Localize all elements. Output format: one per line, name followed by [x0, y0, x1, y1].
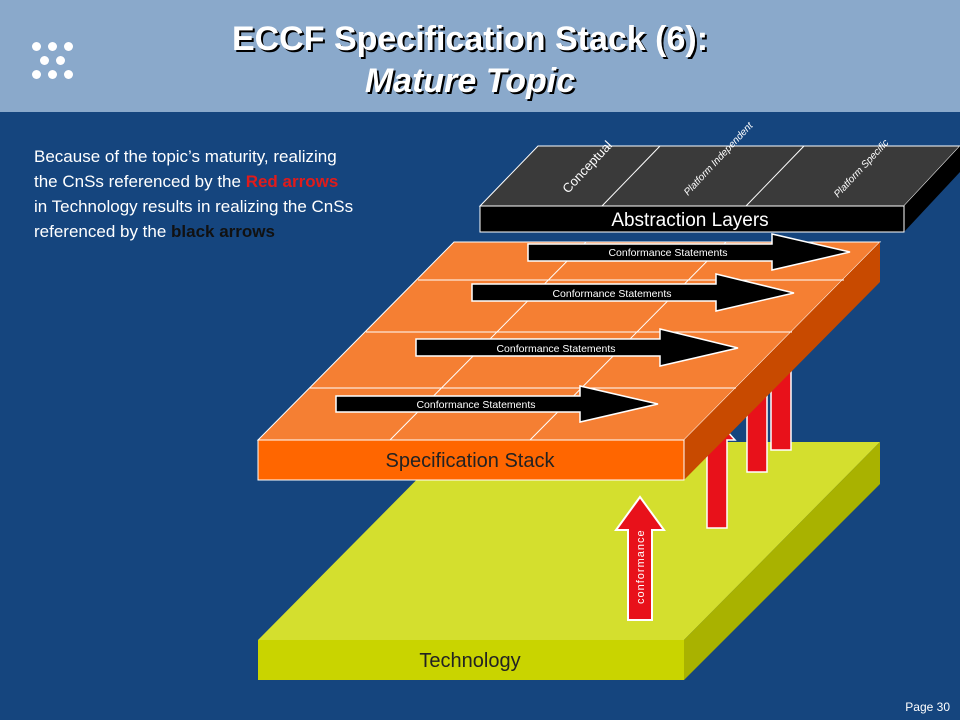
conformance-label-3: Conformance Statements	[496, 343, 615, 355]
desc-part-2: in Technology results in realizing the C…	[34, 197, 354, 241]
description-text: Because of the topic’s maturity, realizi…	[34, 144, 354, 244]
logo-dots-icon	[28, 40, 88, 80]
conformance-label-4: Conformance Statements	[416, 399, 535, 411]
desc-black-phrase: black arrows	[171, 222, 275, 241]
page-number: Page 30	[905, 700, 950, 714]
title-line-1: ECCF Specification Stack (6):	[231, 20, 709, 58]
conformance-arrow-label: conformance	[635, 529, 647, 604]
desc-part-1: Because of the topic’s maturity, realizi…	[34, 147, 337, 191]
desc-red-phrase: Red arrows	[245, 172, 339, 191]
conformance-arrow-4: Conformance Statements	[335, 385, 659, 423]
technology-slab: Technology	[258, 442, 880, 680]
page-title: ECCF Specification Stack (6): Mature Top…	[150, 18, 790, 102]
abstraction-layers-slab: Abstraction Layers Conceptual Platform I…	[478, 120, 960, 233]
conformance-arrow-3: Conformance Statements	[415, 328, 739, 367]
conformance-arrow: conformance	[614, 495, 666, 621]
conformance-arrow-1: Conformance Statements	[527, 233, 851, 271]
abstraction-label: Abstraction Layers	[611, 210, 768, 231]
conformance-arrow-2: Conformance Statements	[471, 273, 795, 312]
technology-label: Technology	[419, 650, 520, 672]
spec-stack-label: Specification Stack	[386, 450, 556, 472]
title-line-2: Mature Topic	[364, 62, 576, 100]
black-arrows: Conformance Statements Conformance State…	[335, 233, 851, 423]
conformance-label-1: Conformance Statements	[608, 247, 727, 259]
conformance-label-2: Conformance Statements	[552, 288, 671, 300]
header-bar	[0, 0, 960, 112]
